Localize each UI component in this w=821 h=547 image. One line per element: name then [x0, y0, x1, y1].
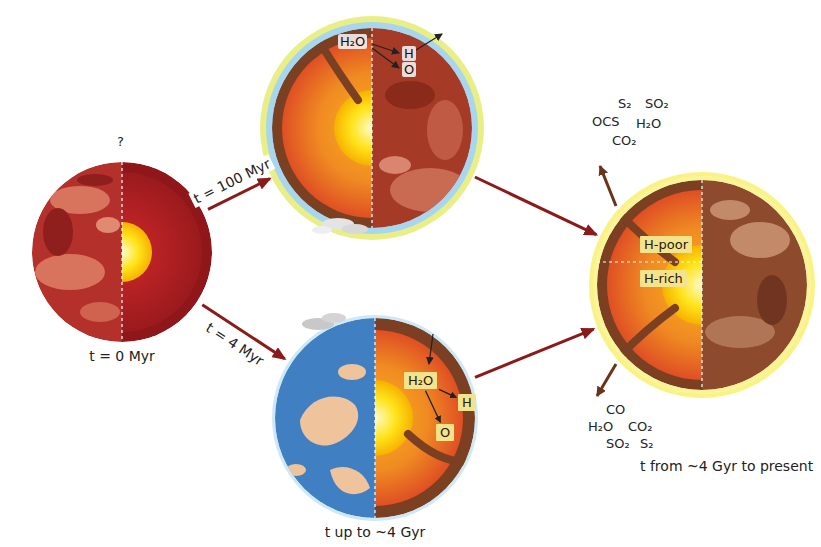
- section-line: [121, 162, 122, 342]
- ocean-surface: [275, 318, 475, 518]
- gas-label: SO₂: [645, 96, 669, 111]
- box-text: H-poor: [644, 237, 688, 252]
- gas-label: CO₂: [612, 133, 637, 148]
- gas-label: H₂O: [636, 116, 661, 131]
- planet-surface: [272, 28, 472, 228]
- species-label: H₂O: [338, 34, 367, 49]
- gas-label: S₂: [618, 96, 631, 111]
- cloud: [302, 313, 346, 330]
- gas-label: CO: [606, 402, 625, 417]
- species-box: H: [458, 394, 476, 411]
- gas-label: OCS: [592, 114, 620, 129]
- evolution-arrow: [475, 329, 594, 377]
- gas-label: H₂O: [588, 419, 613, 434]
- planet-circle: t up to ~4 GyrH₂OHO: [275, 318, 475, 518]
- planet-circle: t from ~4 Gyr to presentH-poorH-rich: [597, 180, 807, 390]
- ingassing-arrow: [429, 334, 433, 364]
- atmosphere-halo: [589, 172, 815, 398]
- planet-circle: H₂O HO: [272, 28, 472, 228]
- planet-circle: t = 0 Myr: [32, 162, 212, 342]
- layer-boundary: [597, 261, 702, 262]
- gas-label: S₂: [640, 436, 653, 451]
- planet-cutaway: [32, 162, 212, 342]
- layer-box: H-rich: [640, 270, 687, 287]
- atmosphere-halo: [260, 16, 484, 240]
- time-label: t from ~4 Gyr to present: [640, 458, 813, 474]
- species-label: H: [402, 46, 416, 61]
- section-line: [374, 318, 375, 518]
- section-line: [371, 28, 372, 228]
- atmosphere-rim: [272, 315, 478, 521]
- box-text: H₂O: [408, 373, 433, 388]
- planet-cutaway: [275, 318, 475, 518]
- reaction-arrow: [439, 389, 456, 397]
- box-text: H-rich: [644, 271, 683, 286]
- planet-cutaway: [272, 28, 472, 228]
- gas-label: CO₂: [628, 419, 653, 434]
- reaction-arrow: [426, 391, 441, 422]
- species-box: O: [436, 424, 454, 441]
- species-box: H₂O: [404, 372, 437, 389]
- box-text: H: [462, 395, 472, 410]
- section-line: [701, 180, 702, 390]
- species-label: O: [402, 62, 416, 77]
- gas-label: SO₂: [606, 436, 630, 451]
- question-mark: ?: [117, 134, 124, 149]
- planet-cutaway: [597, 180, 807, 390]
- outgassing-arrow: [600, 166, 616, 206]
- box-text: O: [440, 425, 450, 440]
- planet-surface: [597, 180, 807, 390]
- planet-surface: [32, 162, 212, 342]
- time-label: t = 0 Myr: [89, 348, 155, 364]
- evolution-arrow: [475, 177, 596, 235]
- time-label: t up to ~4 Gyr: [325, 524, 426, 540]
- outgassing-arrow: [597, 364, 616, 396]
- layer-box: H-poor: [640, 236, 692, 253]
- cloud: [312, 218, 368, 234]
